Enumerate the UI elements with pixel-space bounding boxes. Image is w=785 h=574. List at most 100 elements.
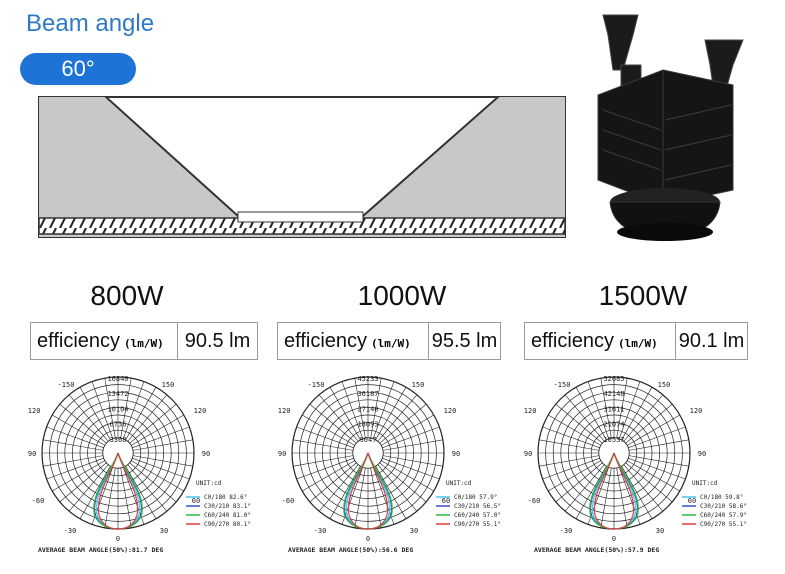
beam-curve	[347, 452, 389, 530]
angle-label-bottom-right: 30	[160, 527, 168, 535]
ring-value-label: 13472	[107, 390, 128, 398]
polar-radial	[628, 439, 689, 451]
polar-radial	[354, 378, 366, 439]
legend-entry: C30/210 56.5°	[454, 503, 501, 510]
unit-label: UNIT:cd	[692, 480, 718, 487]
efficiency-value: 90.1 lm	[678, 329, 745, 352]
angle-label-upper-right: 120	[690, 407, 703, 415]
polar-radial	[318, 464, 359, 512]
legend-entry: C90/270 55.1°	[454, 521, 501, 528]
polar-radial	[539, 439, 600, 451]
polar-radial	[68, 394, 109, 442]
polar-radial	[616, 467, 628, 528]
angle-label-upper-left: -120	[28, 407, 40, 415]
polar-radial	[52, 414, 105, 446]
polar-radial	[623, 394, 664, 442]
polar-radial	[627, 460, 680, 492]
polar-radial	[564, 394, 605, 442]
angle-label-bottom: 0	[612, 535, 616, 543]
angle-label-bottom-left: -30	[560, 527, 573, 535]
polar-radial	[377, 464, 418, 512]
angle-label-mid-left: -90	[278, 450, 286, 458]
legend-entry: C0/180 57.9°	[454, 494, 497, 501]
polar-radial	[382, 439, 443, 451]
polar-radial	[555, 462, 603, 503]
efficiency-box-800: efficiency (lm/W) 90.5 lm	[30, 322, 258, 360]
lamp-illustration	[597, 14, 744, 241]
efficiency-unit: (lm/W)	[371, 336, 411, 350]
polar-radial	[125, 466, 157, 519]
polar-radial	[296, 457, 354, 480]
polar-radial	[329, 466, 361, 519]
polar-radial	[43, 455, 104, 467]
ring-value-label: 27140	[357, 405, 378, 413]
angle-label-top-left: -150	[58, 381, 75, 389]
ring-value-label: 42148	[603, 390, 624, 398]
polar-radial	[627, 414, 680, 446]
efficiency-unit: (lm/W)	[124, 336, 164, 350]
angle-label-bottom-left: -30	[314, 527, 327, 535]
efficiency-value: 95.5 lm	[431, 329, 498, 352]
efficiency-unit: (lm/W)	[618, 336, 658, 350]
polar-radial	[127, 394, 168, 442]
polar-radial	[370, 378, 382, 439]
polar-radial	[628, 426, 686, 449]
polar-radial	[91, 381, 114, 439]
polar-radial	[296, 426, 354, 449]
polar-radial	[132, 455, 193, 467]
polar-radial	[623, 464, 664, 512]
legend-entry: C60/240 81.0°	[204, 512, 251, 519]
angle-label-bottom-right: 30	[410, 527, 418, 535]
polar-radial	[548, 460, 601, 492]
polar-radial	[539, 455, 600, 467]
angle-label-lower-right: 60	[192, 497, 200, 505]
ring-value-label: 16840	[107, 375, 128, 383]
beam-curve	[97, 452, 139, 530]
polar-radial	[120, 467, 132, 528]
polar-radial	[375, 466, 407, 519]
efficiency-box-1000: efficiency (lm/W) 95.5 lm	[277, 322, 501, 360]
polar-radial	[120, 378, 132, 439]
polar-radial	[600, 467, 612, 528]
polar-radial	[129, 403, 177, 444]
ring-value-label: 10537	[603, 436, 624, 444]
angle-label-lower-right: 60	[442, 497, 450, 505]
efficiency-value: 90.5 lm	[184, 329, 251, 352]
ring-value-label: 6736	[110, 421, 127, 429]
polar-radial	[125, 387, 157, 440]
polar-radial	[68, 464, 109, 512]
legend-entry: C90/270 80.1°	[204, 521, 251, 528]
angle-label-lower-left: -60	[282, 497, 295, 505]
polar-radial	[293, 455, 354, 467]
efficiency-label: efficiency	[284, 329, 368, 352]
polar-radial	[309, 403, 357, 444]
angle-label-upper-left: -120	[278, 407, 290, 415]
angle-label-mid-right: 90	[698, 450, 706, 458]
angle-label-top-right: 150	[412, 381, 425, 389]
angle-label-top-left: -150	[554, 381, 571, 389]
angle-label-bottom: 0	[366, 535, 370, 543]
legend-entry: C30/210 83.1°	[204, 503, 251, 510]
ring-value-label: 45233	[357, 375, 378, 383]
legend-entry: C90/270 55.1°	[700, 521, 747, 528]
polar-radial	[354, 467, 366, 528]
beam-curve	[593, 452, 635, 530]
polar-radial	[564, 464, 605, 512]
polar-radial	[329, 387, 361, 440]
ring-value-label: 10104	[107, 405, 128, 413]
angle-label-upper-right: 120	[194, 407, 207, 415]
polar-radial	[59, 462, 107, 503]
polar-radial	[46, 426, 104, 449]
angle-label-mid-right: 90	[452, 450, 460, 458]
average-beam-angle: AVERAGE BEAM ANGLE(50%):57.9 DEG	[534, 546, 659, 554]
legend-entry: C30/210 58.6°	[700, 503, 747, 510]
polar-radial	[122, 381, 145, 439]
polar-radial	[621, 387, 653, 440]
legend-entry: C0/180 59.8°	[700, 494, 743, 501]
polar-radial	[382, 457, 440, 480]
polar-radial	[618, 381, 641, 439]
polar-radial	[104, 378, 116, 439]
polar-radial	[628, 455, 689, 467]
ring-value-label: 52685	[603, 375, 624, 383]
angle-label-bottom-left: -30	[64, 527, 77, 535]
